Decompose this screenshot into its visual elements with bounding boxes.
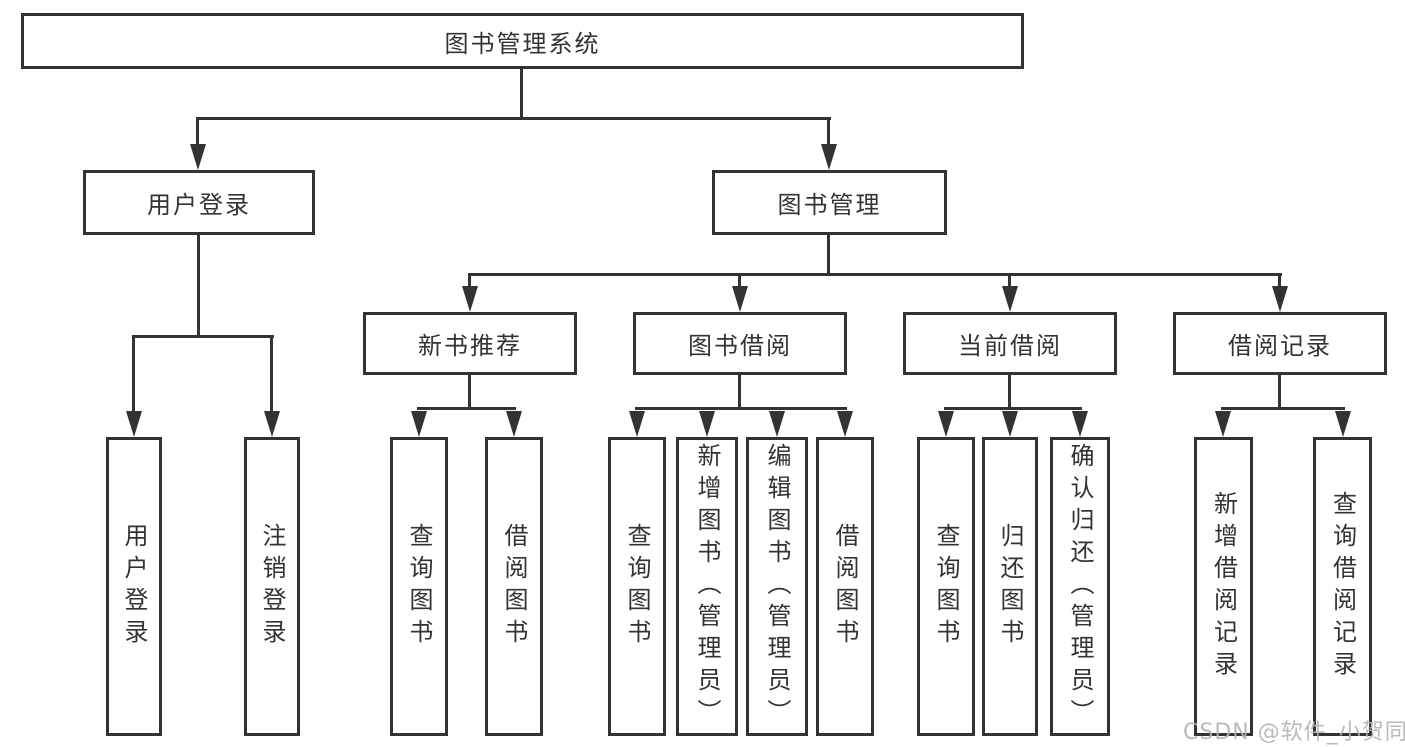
- arrow-down-icon: [837, 411, 853, 437]
- arrow-down-icon: [938, 411, 954, 437]
- connector-line: [270, 335, 273, 415]
- connector-line: [417, 407, 516, 410]
- arrow-down-icon: [1215, 411, 1231, 437]
- leaf-edit-book-admin: 编辑图书（管理员）: [746, 437, 808, 736]
- leaf-query-books-3: 查询图书: [917, 437, 975, 736]
- leaf-user-login: 用户登录: [106, 437, 162, 736]
- node-book-borrowing: 图书借阅: [633, 312, 847, 375]
- connector-line: [197, 117, 831, 120]
- arrow-down-icon: [732, 286, 748, 312]
- connector-line: [1008, 273, 1011, 289]
- leaf-borrow-books-1: 借阅图书: [485, 437, 543, 736]
- connector-line: [132, 335, 274, 338]
- arrow-down-icon: [821, 144, 837, 170]
- connector-line: [1278, 375, 1281, 410]
- leaf-query-books-2: 查询图书: [608, 437, 666, 736]
- leaf-add-book-admin: 新增图书（管理员）: [676, 437, 738, 736]
- connector-line: [738, 273, 741, 289]
- leaf-logout: 注销登录: [244, 437, 300, 736]
- arrow-down-icon: [1002, 286, 1018, 312]
- node-book-management: 图书管理: [712, 170, 947, 235]
- connector-line: [827, 117, 830, 147]
- arrow-down-icon: [264, 411, 280, 437]
- arrow-down-icon: [126, 411, 142, 437]
- watermark-text: CSDN @软件_小贺同学: [1183, 720, 1405, 745]
- connector-line: [197, 235, 200, 338]
- connector-line: [520, 69, 523, 120]
- leaf-return-books: 归还图书: [982, 437, 1038, 736]
- arrow-down-icon: [1335, 411, 1351, 437]
- node-user-login: 用户登录: [83, 170, 315, 235]
- arrow-down-icon: [769, 411, 785, 437]
- connector-line: [468, 375, 471, 410]
- arrow-down-icon: [1072, 411, 1088, 437]
- arrow-down-icon: [629, 411, 645, 437]
- leaf-query-books-1: 查询图书: [390, 437, 448, 736]
- connector-line: [827, 235, 830, 276]
- node-borrowing-records: 借阅记录: [1173, 312, 1387, 375]
- connector-line: [468, 273, 471, 289]
- arrow-down-icon: [190, 144, 206, 170]
- connector-line: [1008, 375, 1011, 410]
- arrow-down-icon: [411, 411, 427, 437]
- leaf-borrow-books-2: 借阅图书: [816, 437, 874, 736]
- connector-line: [468, 273, 1282, 276]
- arrow-down-icon: [462, 286, 478, 312]
- leaf-query-borrow-record: 查询借阅记录: [1313, 437, 1372, 736]
- node-current-borrowing: 当前借阅: [903, 312, 1117, 375]
- connector-line: [1221, 407, 1345, 410]
- connector-line: [738, 375, 741, 410]
- node-library-management-system: 图书管理系统: [21, 13, 1024, 69]
- leaf-add-borrow-record: 新增借阅记录: [1194, 437, 1253, 736]
- connector-line: [132, 335, 135, 415]
- connector-line: [944, 407, 1082, 410]
- arrow-down-icon: [699, 411, 715, 437]
- connector-line: [196, 117, 199, 147]
- leaf-confirm-return-admin: 确认归还（管理员）: [1050, 437, 1110, 736]
- arrow-down-icon: [1272, 286, 1288, 312]
- node-new-book-recommendation: 新书推荐: [363, 312, 577, 375]
- connector-line: [635, 407, 847, 410]
- arrow-down-icon: [506, 411, 522, 437]
- connector-line: [1278, 273, 1281, 289]
- arrow-down-icon: [1002, 411, 1018, 437]
